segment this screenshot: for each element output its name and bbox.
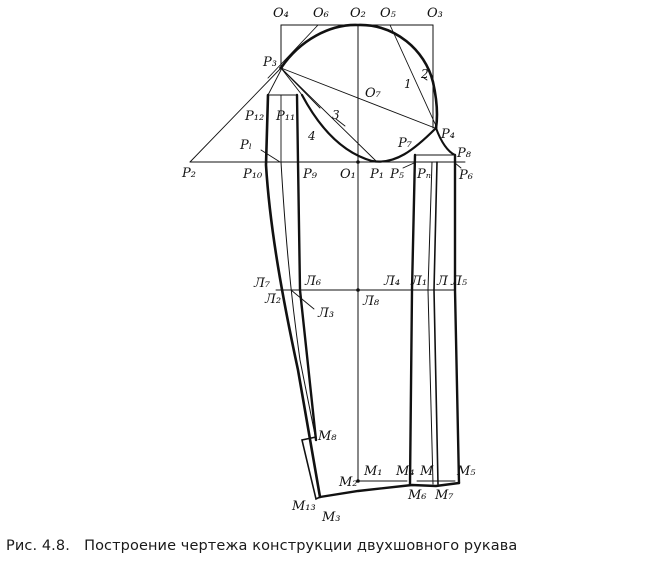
tangent-O5 (389, 24, 438, 129)
label-O6: O₆ (313, 6, 329, 21)
cuff-tab-M13 (301, 436, 321, 501)
back-seam-P5 (408, 153, 417, 486)
figure-caption: Рис. 4.8. Построение чертежа конструкции… (6, 538, 517, 554)
label-P8: P₈ (456, 146, 472, 161)
caption-text: Построение чертежа конструкции двухшовно… (84, 538, 518, 554)
line-P3-inner2 (280, 67, 321, 109)
curve-P4-P8 (435, 127, 456, 156)
point-M2 (356, 479, 360, 483)
label-P12: P₁₂ (244, 109, 264, 124)
back-seam-P8 (453, 153, 461, 485)
curve-number-4: 4 (307, 129, 316, 143)
label-P2: P₂ (181, 166, 196, 181)
line-P5-pointer (402, 162, 415, 169)
curve-number-2: 2 (420, 67, 429, 81)
front-seam-inner (280, 161, 317, 441)
label-L2: Л₂ (264, 292, 281, 307)
line-P3-inner (280, 67, 303, 96)
label-M3: M₃ (321, 510, 341, 525)
label-PL: Pₗ (239, 138, 252, 153)
back-seam-P4 (433, 161, 439, 485)
bottom-line-M3-M7 (318, 481, 461, 499)
label-L8: Л₈ (362, 294, 380, 309)
label-M4: M₄ (395, 464, 415, 479)
curve-marker-3 (335, 118, 346, 127)
label-P4: P₄ (440, 127, 455, 142)
label-L: Л (436, 274, 449, 289)
cap-curve-under (300, 93, 438, 163)
label-P9: P₉ (302, 167, 318, 182)
curve-number-3: 3 (332, 108, 340, 122)
cap-curve-upper (279, 23, 439, 130)
label-M2: M₂ (338, 475, 358, 490)
curve-marker-12 (423, 77, 428, 81)
label-P3: P₃ (262, 55, 277, 70)
line-P3-P4 (280, 67, 436, 129)
label-O3: O₃ (427, 6, 443, 21)
label-M1: M₁ (363, 464, 383, 479)
label-P10: P₁₀ (242, 167, 263, 182)
curve-number-1: 1 (404, 77, 412, 91)
label-P11: P₁₁ (275, 109, 295, 124)
point-P3 (279, 66, 283, 70)
label-L3: Л₃ (317, 306, 334, 321)
line-P2-P3 (189, 67, 282, 163)
point-L8 (356, 288, 360, 292)
label-Pn: Pₙ (416, 167, 431, 182)
label-L4: Л₄ (383, 274, 400, 289)
caption-number: Рис. 4.8. (6, 538, 70, 554)
label-O2: O₂ (350, 6, 366, 21)
label-M: M (419, 464, 434, 479)
label-P1: P₁ (369, 167, 384, 182)
label-L5: Л₅ (450, 274, 468, 289)
back-seam-Pn (427, 161, 434, 485)
label-M5: M₅ (456, 464, 476, 479)
label-P6: P₆ (458, 168, 473, 183)
line-L2-L3 (290, 289, 315, 310)
line-P3-P1 (280, 67, 377, 162)
front-seam-outer (264, 93, 322, 499)
label-P7: P₇ (397, 136, 413, 151)
sleeve-construction-drawing: O₄ O₆ O₂ O₅ O₃ P₃ O₇ 1 2 3 4 P₄ P₁₂ P₁₁ … (181, 6, 476, 525)
line-PL-pointer (260, 149, 281, 163)
label-L6: Л₆ (304, 274, 321, 289)
label-M13: M₁₃ (291, 499, 316, 514)
label-L1: Л₁ (410, 274, 427, 289)
label-M7: M₇ (434, 488, 454, 503)
point-O1 (356, 160, 360, 164)
label-O4: O₄ (273, 6, 289, 21)
label-O7: O₇ (365, 86, 382, 101)
line-P12-P3 (267, 69, 282, 96)
label-L7: Л₇ (253, 276, 271, 291)
label-M8: M₈ (317, 429, 337, 444)
label-M6: M₆ (407, 488, 427, 503)
label-P5: P₅ (389, 167, 405, 182)
label-O1: O₁ (340, 167, 356, 182)
front-seam-P9 (295, 93, 318, 442)
label-O5: O₅ (380, 6, 397, 21)
